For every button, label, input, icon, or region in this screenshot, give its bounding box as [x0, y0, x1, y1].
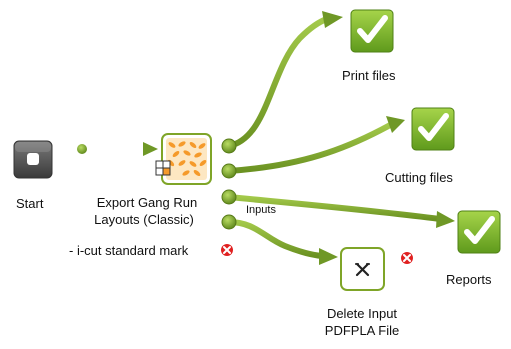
export-output-ports	[221, 138, 237, 230]
output-port-2[interactable]	[221, 163, 237, 179]
output-port-3[interactable]	[221, 189, 237, 205]
cutting-files-label: Cutting files	[385, 170, 453, 185]
x-cross-icon	[355, 262, 370, 277]
inputs-label: Inputs	[246, 204, 276, 216]
reports-label: Reports	[446, 272, 492, 287]
error-icon-delete[interactable]	[401, 252, 413, 264]
check-icon	[418, 113, 449, 141]
delete-input-node[interactable]	[340, 247, 385, 291]
output-port-4[interactable]	[221, 214, 237, 230]
start-label: Start	[16, 196, 44, 211]
connector-to-delete-input[interactable]	[226, 219, 338, 265]
export-label-line1: Export Gang Run	[96, 195, 198, 210]
check-icon	[357, 15, 388, 43]
output-port-1[interactable]	[221, 138, 237, 154]
check-icon	[464, 216, 495, 244]
connector-to-cutting-files[interactable]	[226, 116, 405, 174]
delete-input-label: Delete Input PDFPLA File	[302, 305, 422, 339]
print-files-node[interactable]	[350, 9, 394, 53]
connector-to-reports[interactable]	[226, 194, 455, 228]
grid-badge-icon	[155, 160, 171, 176]
error-icon-export[interactable]	[221, 244, 233, 256]
export-label-line2: Layouts (Classic)	[94, 212, 194, 227]
connector-to-print-files[interactable]	[226, 11, 343, 149]
reports-node[interactable]	[457, 210, 501, 254]
export-label: Export Gang Run Layouts (Classic)	[56, 194, 226, 228]
connector-start-to-export[interactable]	[77, 142, 158, 156]
cutting-files-node[interactable]	[411, 107, 455, 151]
start-node[interactable]	[13, 140, 53, 179]
gang-run-layout-icon	[166, 138, 207, 180]
export-label-line3: - i-cut standard mark	[69, 243, 189, 258]
delete-input-label-line2: PDFPLA File	[324, 323, 400, 338]
print-files-label: Print files	[342, 68, 396, 83]
delete-input-label-line1: Delete Input	[326, 306, 398, 321]
export-gang-run-node[interactable]	[155, 133, 212, 185]
